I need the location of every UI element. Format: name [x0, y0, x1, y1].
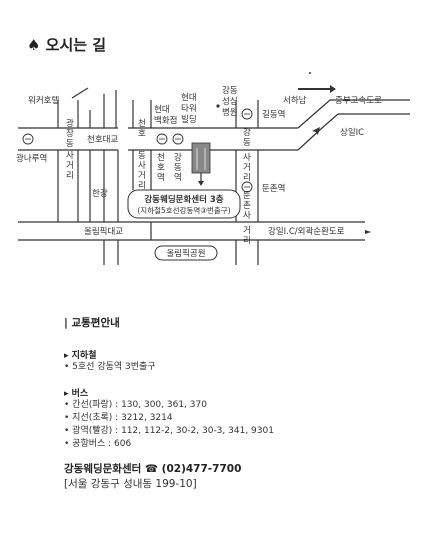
- seohanam-label: 서하남: [283, 95, 307, 106]
- label-char: 호: [157, 163, 165, 173]
- label-char: 거: [243, 226, 251, 236]
- hyundai-tower-label: 현대: [181, 93, 197, 103]
- address: [서울 강동구 성내동 199-10]: [64, 478, 197, 490]
- label-char: 호: [138, 129, 146, 139]
- river-line: [71, 87, 89, 99]
- gildong-label: 길동역: [262, 109, 285, 120]
- label-char: 거: [66, 161, 74, 171]
- bus-title: ▸ 버스: [64, 389, 89, 399]
- page-title: ♠ 오시는 길: [27, 36, 107, 54]
- hyundai-tower-label: 빌딩: [181, 114, 197, 125]
- bus-line: • 광역(빨강) : 112, 112-2, 30-2, 30-3, 341, …: [64, 426, 274, 436]
- label-char: 광: [66, 118, 74, 129]
- transport-info: | 교통편안내 ▸ 지하철 • 5호선 강동역 3번출구 ▸ 버스 • 간선(파…: [64, 315, 404, 491]
- label-char: 리: [138, 181, 146, 191]
- cheonho-bridge-label: 천호대교: [87, 134, 118, 145]
- hyundai-dept-label: 현대: [154, 105, 170, 115]
- olympic-park-box: [154, 245, 218, 261]
- walkerhill-label: 워커호텔: [28, 95, 59, 106]
- label-char: 리: [66, 171, 74, 181]
- label-char: 사: [243, 211, 251, 221]
- section-title: | 교통편안내: [64, 317, 120, 329]
- label-char: 동: [243, 138, 251, 148]
- subway-title: ▸ 지하철: [64, 351, 97, 361]
- center-name: 강동웨딩문화센터 3층: [144, 194, 223, 205]
- label-char: 역: [157, 172, 165, 183]
- road: [297, 113, 339, 151]
- jungbu-expressway-label: 중부고속도로: [335, 96, 382, 106]
- label-char: 천: [157, 152, 165, 163]
- hangang-label: 한강: [92, 188, 108, 199]
- label-char: 사: [243, 153, 251, 163]
- bus-line: • 간선(파랑) : 130, 300, 361, 370: [64, 400, 207, 410]
- label-char: 동: [174, 163, 182, 173]
- arrow-up-right-icon: [308, 127, 320, 140]
- hyundai-dept-label: 백화점: [154, 115, 177, 126]
- gwangnaru-label: 광나루역: [16, 153, 47, 164]
- subway-line: • 5호선 강동역 3번출구: [64, 362, 156, 372]
- label-char: 사: [138, 161, 146, 171]
- label-char: 거: [138, 171, 146, 181]
- bus-line: • 공항버스 : 606: [64, 439, 132, 449]
- label-char: 사: [66, 151, 74, 161]
- marker-dot: [309, 72, 311, 74]
- label-char: 리: [243, 173, 251, 183]
- hospital-label: 병원: [222, 108, 238, 118]
- label-char: 촌: [243, 201, 251, 211]
- label-char: 동: [138, 151, 146, 161]
- dunchon-label: 둔촌역: [262, 183, 285, 194]
- sangil-ic-label: 상일IC: [340, 127, 364, 138]
- arrow-right-icon: [298, 85, 336, 93]
- label-char: 둔: [243, 191, 251, 201]
- ring-road-label: 강일I.C/외곽순환도로: [268, 226, 345, 237]
- label-char: 강: [174, 152, 182, 163]
- label-char: 장: [66, 128, 74, 139]
- label-char: 거: [243, 163, 251, 173]
- hospital-label: 성심: [222, 96, 238, 107]
- olympic-bridge-label: 올림픽대교: [84, 226, 123, 237]
- hospital-label: 강동: [222, 85, 238, 96]
- hyundai-tower-label: 타워: [181, 104, 197, 114]
- arrow-right-icon: [365, 230, 371, 234]
- road: [297, 99, 410, 129]
- label-char: 강: [243, 127, 251, 138]
- marker-dot: [216, 104, 220, 108]
- center-subway-info: (지하철5호선강동역③번출구): [137, 205, 230, 215]
- contact-phone: 강동웨딩문화센터 ☎ (02)477-7700: [64, 463, 242, 475]
- label-char: 역: [174, 172, 182, 183]
- label-char: 동: [66, 139, 74, 149]
- building-icon: [191, 142, 211, 186]
- location-map: 강동웨딩문화센터 3층 (지하철5호선강동역③번출구) 올림픽공원 워커호텔 광…: [16, 72, 410, 265]
- center-label-box: [127, 189, 241, 219]
- label-char: 리: [243, 236, 251, 246]
- bus-line: • 지선(초록) : 3212, 3214: [64, 413, 173, 423]
- olympic-park-label: 올림픽공원: [166, 248, 205, 259]
- label-char: 천: [138, 118, 146, 129]
